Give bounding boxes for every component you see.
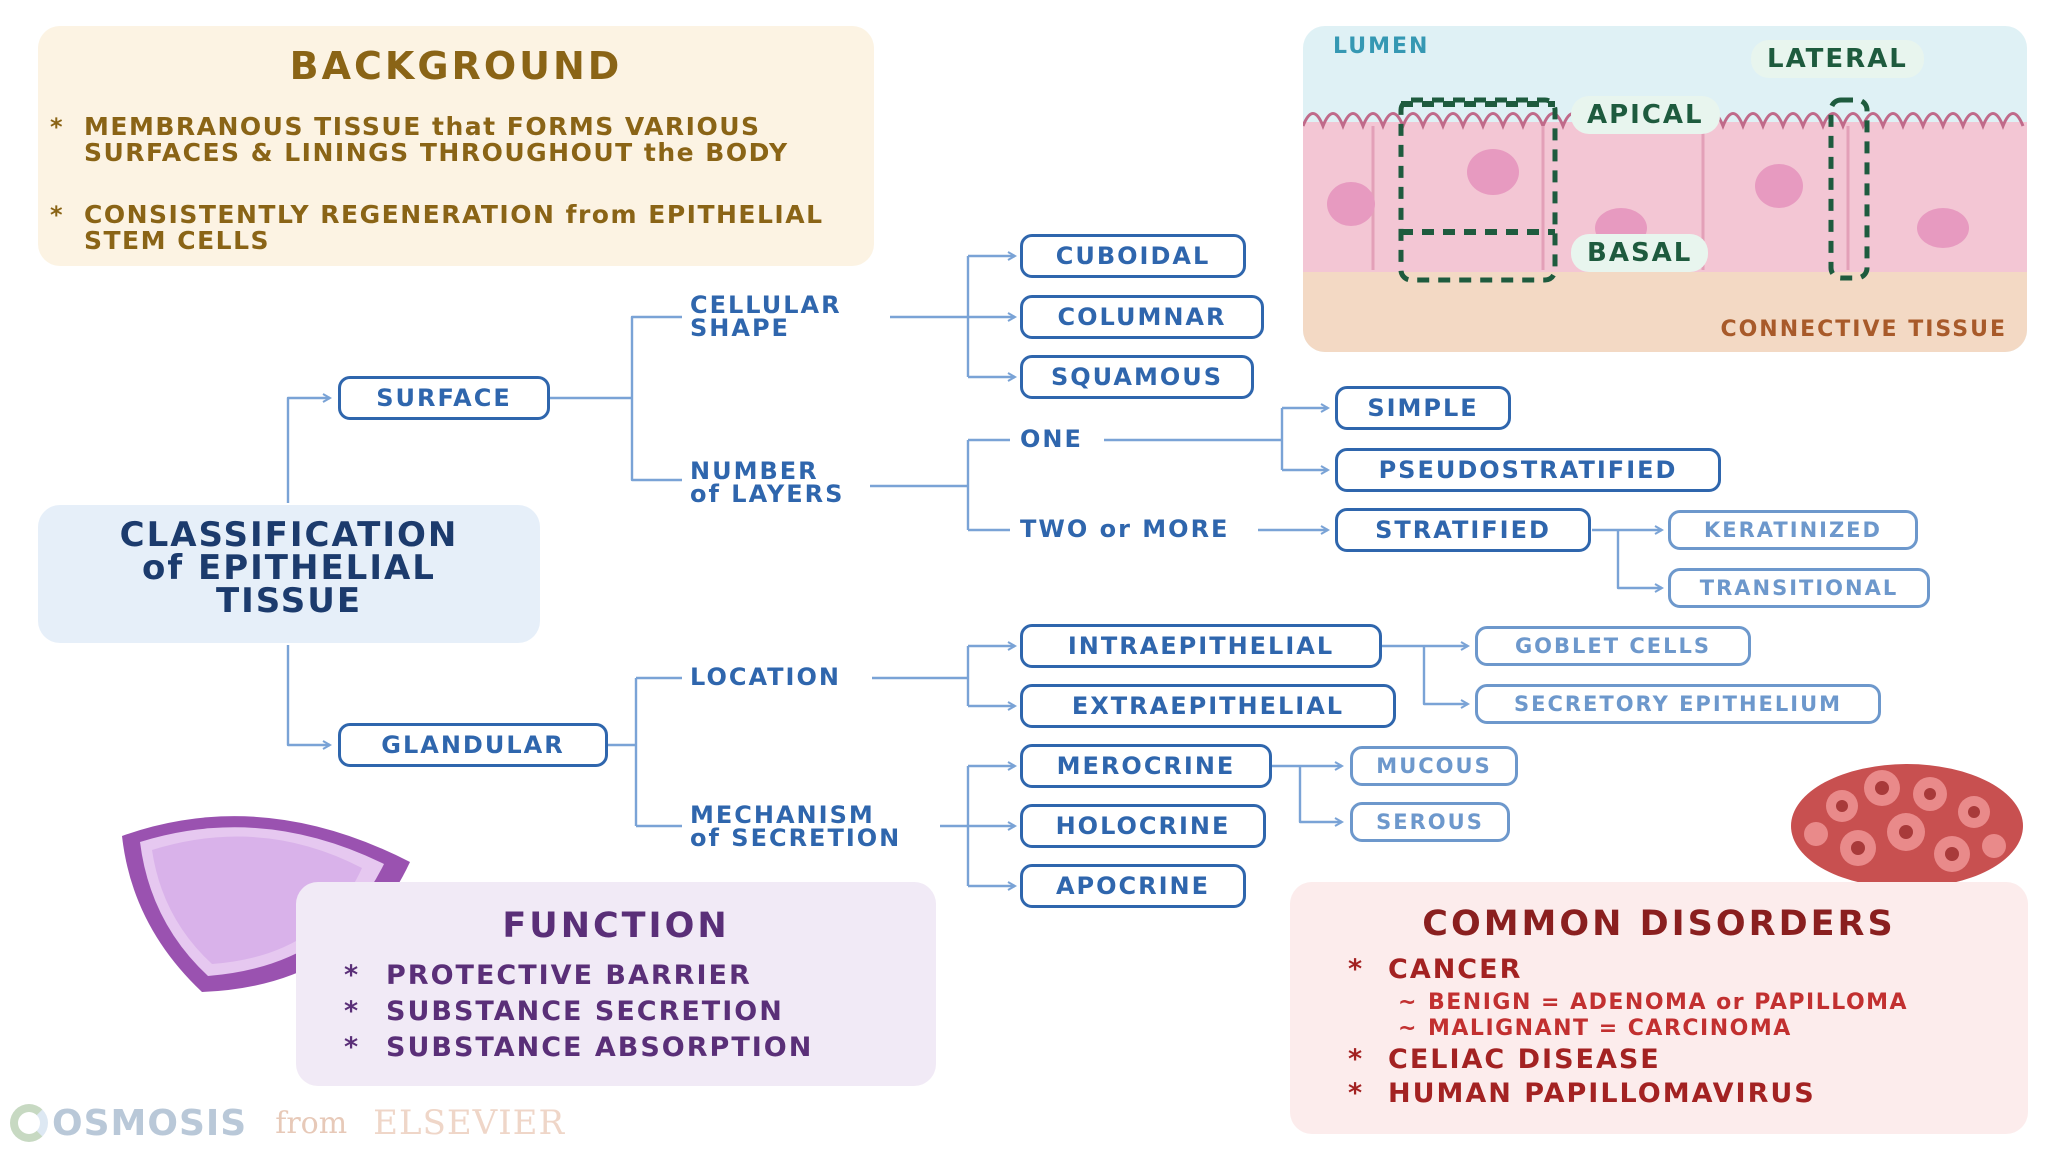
asterisk-icon: * [50,201,65,229]
label-line: SHAPE [690,314,790,342]
node-pseudostratified: PSEUDOSTRATIFIED [1335,448,1721,492]
function-title: FUNCTION [502,906,730,946]
disorder-item: * CANCER [1348,954,1523,985]
logo-from-text: from [275,1105,348,1141]
label-lumen: LUMEN [1333,34,1430,59]
disorders-title: COMMON DISORDERS [1422,904,1896,944]
background-panel: BACKGROUND * MEMBRANOUS TISSUE that FORM… [38,26,874,266]
disorder-subitem-text: BENIGN = ADENOMA or PAPILLOMA [1428,990,1909,1015]
epithelial-cell-diagram: LUMEN LATERAL APICAL BASAL CONNECTIVE TI… [1303,26,2027,352]
node-transitional: TRANSITIONAL [1668,568,1930,608]
label-two-or-more: TWO or MORE [1020,515,1230,543]
lateral-highlight-outline [1828,97,1870,281]
osmosis-logo: OSMOSIS from ELSEVIER [10,1098,565,1148]
function-item: * SUBSTANCE ABSORPTION [344,1032,814,1063]
label-line: MECHANISM [690,801,875,829]
label-line: of LAYERS [690,480,845,508]
cell-highlight-outline [1398,97,1558,283]
label-connective-tissue: CONNECTIVE TISSUE [1720,317,2007,342]
label-one: ONE [1020,425,1083,453]
node-cuboidal: CUBOIDAL [1020,234,1246,278]
background-item-1: * MEMBRANOUS TISSUE that FORMS VARIOUS S… [50,112,854,167]
node-simple: SIMPLE [1335,386,1511,430]
asterisk-icon: * [344,1032,361,1063]
function-item: * SUBSTANCE SECRETION [344,996,784,1027]
disorder-item-text: CELIAC DISEASE [1388,1044,1661,1075]
tilde-icon: ~ [1398,990,1418,1015]
label-cellular-shape: CELLULAR SHAPE [690,291,842,342]
epithelium-illustration [1303,97,2027,352]
background-item-2: * CONSISTENTLY REGENERATION from EPITHEL… [50,200,854,255]
disorder-item: * HUMAN PAPILLOMAVIRUS [1348,1078,1816,1109]
logo-osmosis-text: OSMOSIS [52,1102,248,1144]
osmosis-ring-icon [10,1104,48,1142]
tilde-icon: ~ [1398,1016,1418,1041]
node-goblet-cells: GOBLET CELLS [1475,626,1751,666]
node-squamous: SQUAMOUS [1020,355,1254,399]
nucleus [1917,208,1969,248]
tumor-cells-icon [1791,764,2023,888]
classification-panel: CLASSIFICATION of EPITHELIAL TISSUE [38,505,540,643]
function-item-text: PROTECTIVE BARRIER [386,960,752,991]
asterisk-icon: * [1348,1078,1365,1109]
node-keratinized: KERATINIZED [1668,510,1918,550]
function-item-text: SUBSTANCE SECRETION [386,996,784,1027]
disorder-item-text: CANCER [1388,954,1523,985]
node-serous: SEROUS [1350,802,1510,842]
asterisk-icon: * [344,996,361,1027]
label-number-of-layers: NUMBER of LAYERS [690,457,845,508]
background-item-text: CONSISTENTLY REGENERATION from EPITHELIA… [84,200,824,255]
background-item-text: MEMBRANOUS TISSUE that FORMS VARIOUS SUR… [84,112,789,167]
logo-elsevier-text: ELSEVIER [373,1103,566,1143]
disorders-panel: COMMON DISORDERS * CANCER ~ BENIGN = ADE… [1290,882,2028,1134]
asterisk-icon: * [50,113,65,141]
nucleus [1467,149,1519,195]
node-mucous: MUCOUS [1350,746,1518,786]
classification-title-line: of EPITHELIAL [142,548,436,588]
node-intraepithelial: INTRAEPITHELIAL [1020,624,1382,668]
classification-title-line: TISSUE [215,581,363,621]
node-holocrine: HOLOCRINE [1020,804,1266,848]
label-line: CELLULAR [690,291,842,319]
node-extraepithelial: EXTRAEPITHELIAL [1020,684,1396,728]
label-basal: BASAL [1571,234,1709,272]
label-apical: APICAL [1571,96,1720,134]
node-glandular: GLANDULAR [338,723,608,767]
classification-title-line: CLASSIFICATION [119,515,459,555]
disorder-subitem-text: MALIGNANT = CARCINOMA [1428,1016,1792,1041]
asterisk-icon: * [1348,954,1365,985]
node-stratified: STRATIFIED [1335,508,1591,552]
node-merocrine: MEROCRINE [1020,744,1272,788]
label-mechanism-of-secretion: MECHANISM of SECRETION [690,801,902,852]
disorder-subitem: ~ BENIGN = ADENOMA or PAPILLOMA [1398,990,1909,1015]
nucleus [1755,164,1803,208]
node-secretory-epithelium: SECRETORY EPITHELIUM [1475,684,1881,724]
label-lateral: LATERAL [1751,40,1924,78]
label-line: of SECRETION [690,824,902,852]
asterisk-icon: * [1348,1044,1365,1075]
node-surface: SURFACE [338,376,550,420]
background-title: BACKGROUND [289,44,623,88]
node-columnar: COLUMNAR [1020,295,1264,339]
function-item-text: SUBSTANCE ABSORPTION [386,1032,814,1063]
node-apocrine: APOCRINE [1020,864,1246,908]
asterisk-icon: * [344,960,361,991]
label-location: LOCATION [690,663,841,691]
label-line: NUMBER [690,457,819,485]
disorder-item-text: HUMAN PAPILLOMAVIRUS [1388,1078,1816,1109]
classification-title: CLASSIFICATION of EPITHELIAL TISSUE [38,515,540,621]
function-item: * PROTECTIVE BARRIER [344,960,752,991]
disorder-item: * CELIAC DISEASE [1348,1044,1661,1075]
nucleus [1327,182,1375,226]
function-panel: FUNCTION * PROTECTIVE BARRIER * SUBSTANC… [296,882,936,1086]
disorder-subitem: ~ MALIGNANT = CARCINOMA [1398,1016,1792,1041]
